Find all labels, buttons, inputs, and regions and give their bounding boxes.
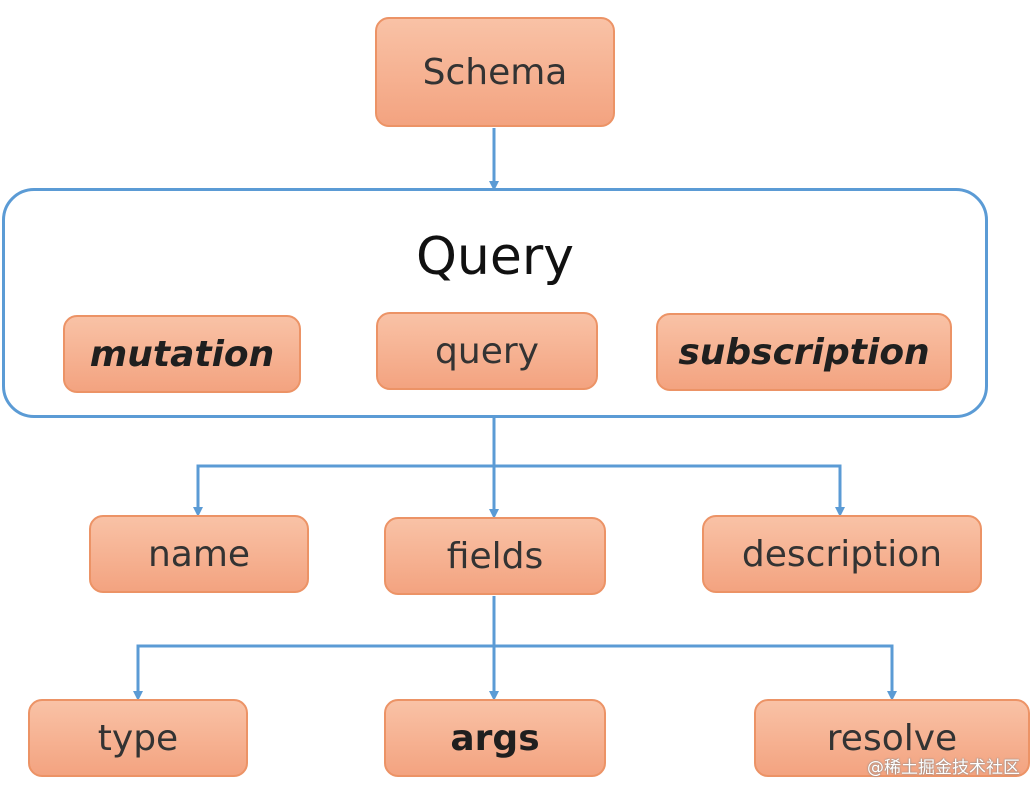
subscription-label: subscription xyxy=(678,331,930,373)
type-node: type xyxy=(28,699,248,777)
mutation-node: mutation xyxy=(63,315,301,393)
args-node: args xyxy=(384,699,606,777)
fields-label: fields xyxy=(446,535,544,577)
fields-to-type-arrow xyxy=(133,644,494,701)
watermark-text: @稀土掘金技术社区 xyxy=(867,758,1020,778)
type-label: type xyxy=(97,717,179,759)
fields-node: fields xyxy=(384,517,606,595)
resolve-label: resolve xyxy=(826,717,958,759)
query-to-name-arrow xyxy=(193,464,494,517)
query-label: query xyxy=(435,330,539,372)
schema-label: Schema xyxy=(422,51,568,93)
fields-to-resolve-arrow xyxy=(494,644,897,701)
query-node: query xyxy=(376,312,598,390)
mutation-label: mutation xyxy=(89,333,275,375)
args-label: args xyxy=(450,717,540,759)
query-group-title: Query xyxy=(415,227,575,287)
name-label: name xyxy=(147,533,251,575)
name-node: name xyxy=(89,515,309,593)
resolve-node: resolve xyxy=(754,699,1030,777)
description-label: description xyxy=(741,533,943,575)
description-node: description xyxy=(702,515,982,593)
subscription-node: subscription xyxy=(656,313,952,391)
query-to-description-arrow xyxy=(494,464,845,517)
schema-node: Schema xyxy=(375,17,615,127)
